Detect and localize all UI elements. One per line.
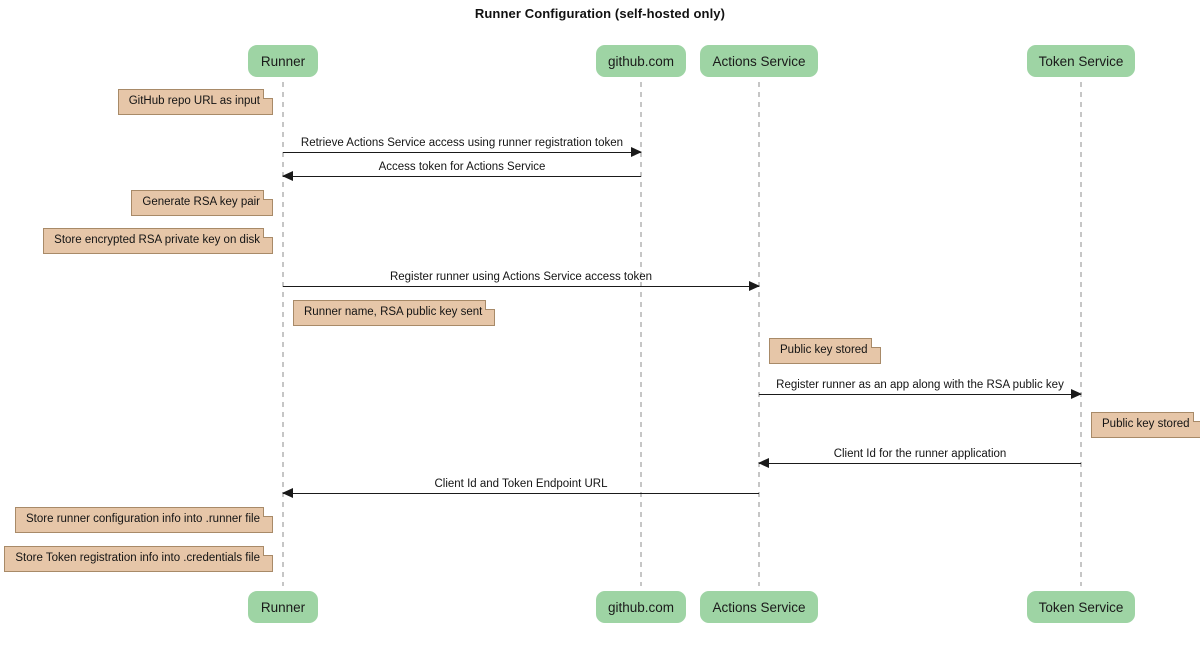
- participant-bottom-github-com[interactable]: github.com: [596, 591, 686, 623]
- participant-top-actions-service[interactable]: Actions Service: [700, 45, 818, 77]
- message-label: Register runner using Actions Service ac…: [389, 271, 653, 283]
- message-access-token-for-actions-service[interactable]: Access token for Actions Service: [282, 161, 641, 181]
- note-store-encrypted-rsa-private-key-on-disk[interactable]: Store encrypted RSA private key on disk: [43, 228, 273, 254]
- note-public-key-stored[interactable]: Public key stored: [1091, 412, 1200, 438]
- lifeline-actions-service: [758, 82, 760, 586]
- participant-top-token-service[interactable]: Token Service: [1027, 45, 1135, 77]
- message-label: Client Id and Token Endpoint URL: [434, 478, 608, 490]
- arrowhead-icon: [631, 147, 642, 157]
- diagram-title: Runner Configuration (self-hosted only): [474, 6, 726, 21]
- message-label: Register runner as an app along with the…: [776, 379, 1064, 391]
- message-label: Access token for Actions Service: [378, 161, 546, 173]
- note-text: Public key stored: [780, 343, 868, 356]
- message-label: Client Id for the runner application: [833, 448, 1007, 460]
- participant-bottom-actions-service[interactable]: Actions Service: [700, 591, 818, 623]
- participant-label: github.com: [607, 53, 675, 69]
- message-line: [283, 286, 759, 287]
- note-text: Public key stored: [1102, 417, 1190, 430]
- participant-label: Token Service: [1038, 599, 1124, 615]
- lifeline-github-com: [640, 82, 642, 586]
- participant-top-github-com[interactable]: github.com: [596, 45, 686, 77]
- note-text: Runner name, RSA public key sent: [304, 305, 483, 318]
- note-generate-rsa-key-pair[interactable]: Generate RSA key pair: [131, 190, 273, 216]
- arrowhead-icon: [282, 171, 293, 181]
- message-line: [759, 394, 1081, 395]
- lifeline-token-service: [1080, 82, 1082, 586]
- participant-label: github.com: [607, 599, 675, 615]
- note-text: Store encrypted RSA private key on disk: [54, 233, 260, 246]
- arrowhead-icon: [749, 281, 760, 291]
- message-label: Retrieve Actions Service access using ru…: [300, 137, 624, 149]
- arrowhead-icon: [282, 488, 293, 498]
- lifeline-runner: [282, 82, 284, 586]
- message-register-runner-as-an-app-along-with-the-rsa-public-key[interactable]: Register runner as an app along with the…: [759, 379, 1082, 399]
- message-register-runner-using-actions-service-access-token[interactable]: Register runner using Actions Service ac…: [283, 271, 760, 291]
- message-line: [283, 493, 759, 494]
- participant-label: Actions Service: [712, 53, 806, 69]
- participant-label: Runner: [260, 599, 306, 615]
- participant-bottom-token-service[interactable]: Token Service: [1027, 591, 1135, 623]
- note-text: Store runner configuration info into .ru…: [26, 512, 260, 525]
- note-text: Generate RSA key pair: [142, 195, 260, 208]
- note-github-repo-url-as-input[interactable]: GitHub repo URL as input: [117, 89, 274, 115]
- note-store-runner-configuration-info-into-runner-file[interactable]: Store runner configuration info into .ru…: [15, 507, 273, 533]
- message-line: [283, 176, 641, 177]
- message-client-id-and-token-endpoint-url[interactable]: Client Id and Token Endpoint URL: [282, 478, 759, 498]
- participant-top-runner[interactable]: Runner: [248, 45, 318, 77]
- participant-label: Token Service: [1038, 53, 1124, 69]
- note-public-key-stored[interactable]: Public key stored: [769, 338, 881, 364]
- message-retrieve-actions-service-access-using-runner-registration-token[interactable]: Retrieve Actions Service access using ru…: [283, 137, 642, 157]
- note-runner-name-rsa-public-key-sent[interactable]: Runner name, RSA public key sent: [293, 300, 496, 326]
- message-line: [759, 463, 1081, 464]
- note-text: Store Token registration info into .cred…: [15, 551, 260, 564]
- participant-label: Actions Service: [712, 599, 806, 615]
- note-store-token-registration-info-into-credentials-file[interactable]: Store Token registration info into .cred…: [4, 546, 273, 572]
- arrowhead-icon: [1071, 389, 1082, 399]
- arrowhead-icon: [758, 458, 769, 468]
- message-client-id-for-the-runner-application[interactable]: Client Id for the runner application: [758, 448, 1081, 468]
- message-line: [283, 152, 641, 153]
- participant-label: Runner: [260, 53, 306, 69]
- note-text: GitHub repo URL as input: [128, 94, 260, 107]
- participant-bottom-runner[interactable]: Runner: [248, 591, 318, 623]
